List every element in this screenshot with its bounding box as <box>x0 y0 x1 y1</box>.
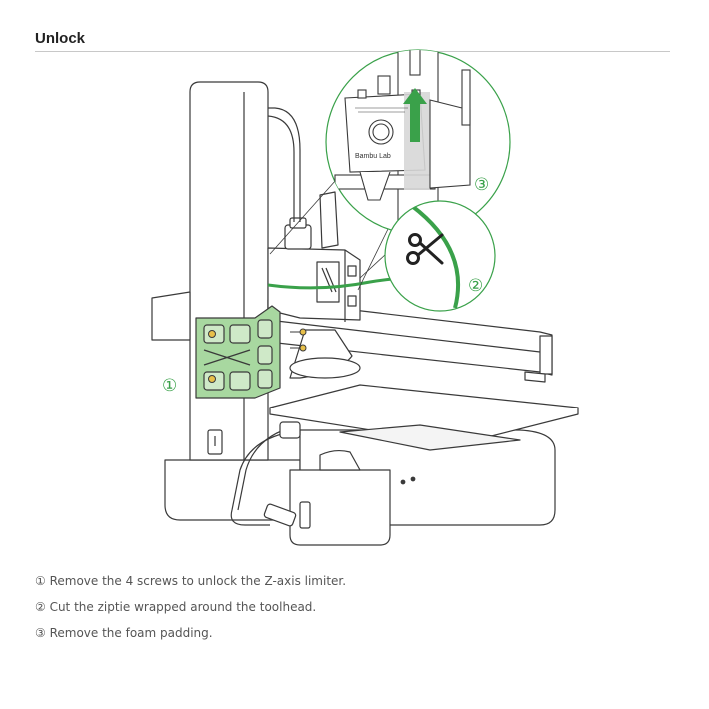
zoom-ziptie-detail <box>384 200 496 312</box>
instruction-steps: ① Remove the 4 screws to unlock the Z-ax… <box>35 574 346 652</box>
step-1: ① Remove the 4 screws to unlock the Z-ax… <box>35 574 347 588</box>
up-arrow-icon <box>403 88 427 142</box>
toolhead <box>267 247 361 321</box>
callout-3: ③ <box>474 175 489 195</box>
callout-2: ② <box>468 276 483 296</box>
z-column <box>189 81 269 461</box>
step-2: ② Cut the ziptie wrapped around the tool… <box>35 600 317 614</box>
callout-1: ① <box>162 376 177 396</box>
section-title: Unlock <box>35 30 86 47</box>
z-limiter-bracket <box>195 305 281 399</box>
printer-base <box>164 459 301 521</box>
zoom-nozzle-detail: Bambu Lab <box>325 49 511 235</box>
nozzle-brand-label: Bambu Lab <box>355 153 391 160</box>
scissors-icon <box>406 233 444 265</box>
title-divider <box>35 51 670 52</box>
screws <box>208 328 307 383</box>
step-3: ③ Remove the foam padding. <box>35 626 213 640</box>
